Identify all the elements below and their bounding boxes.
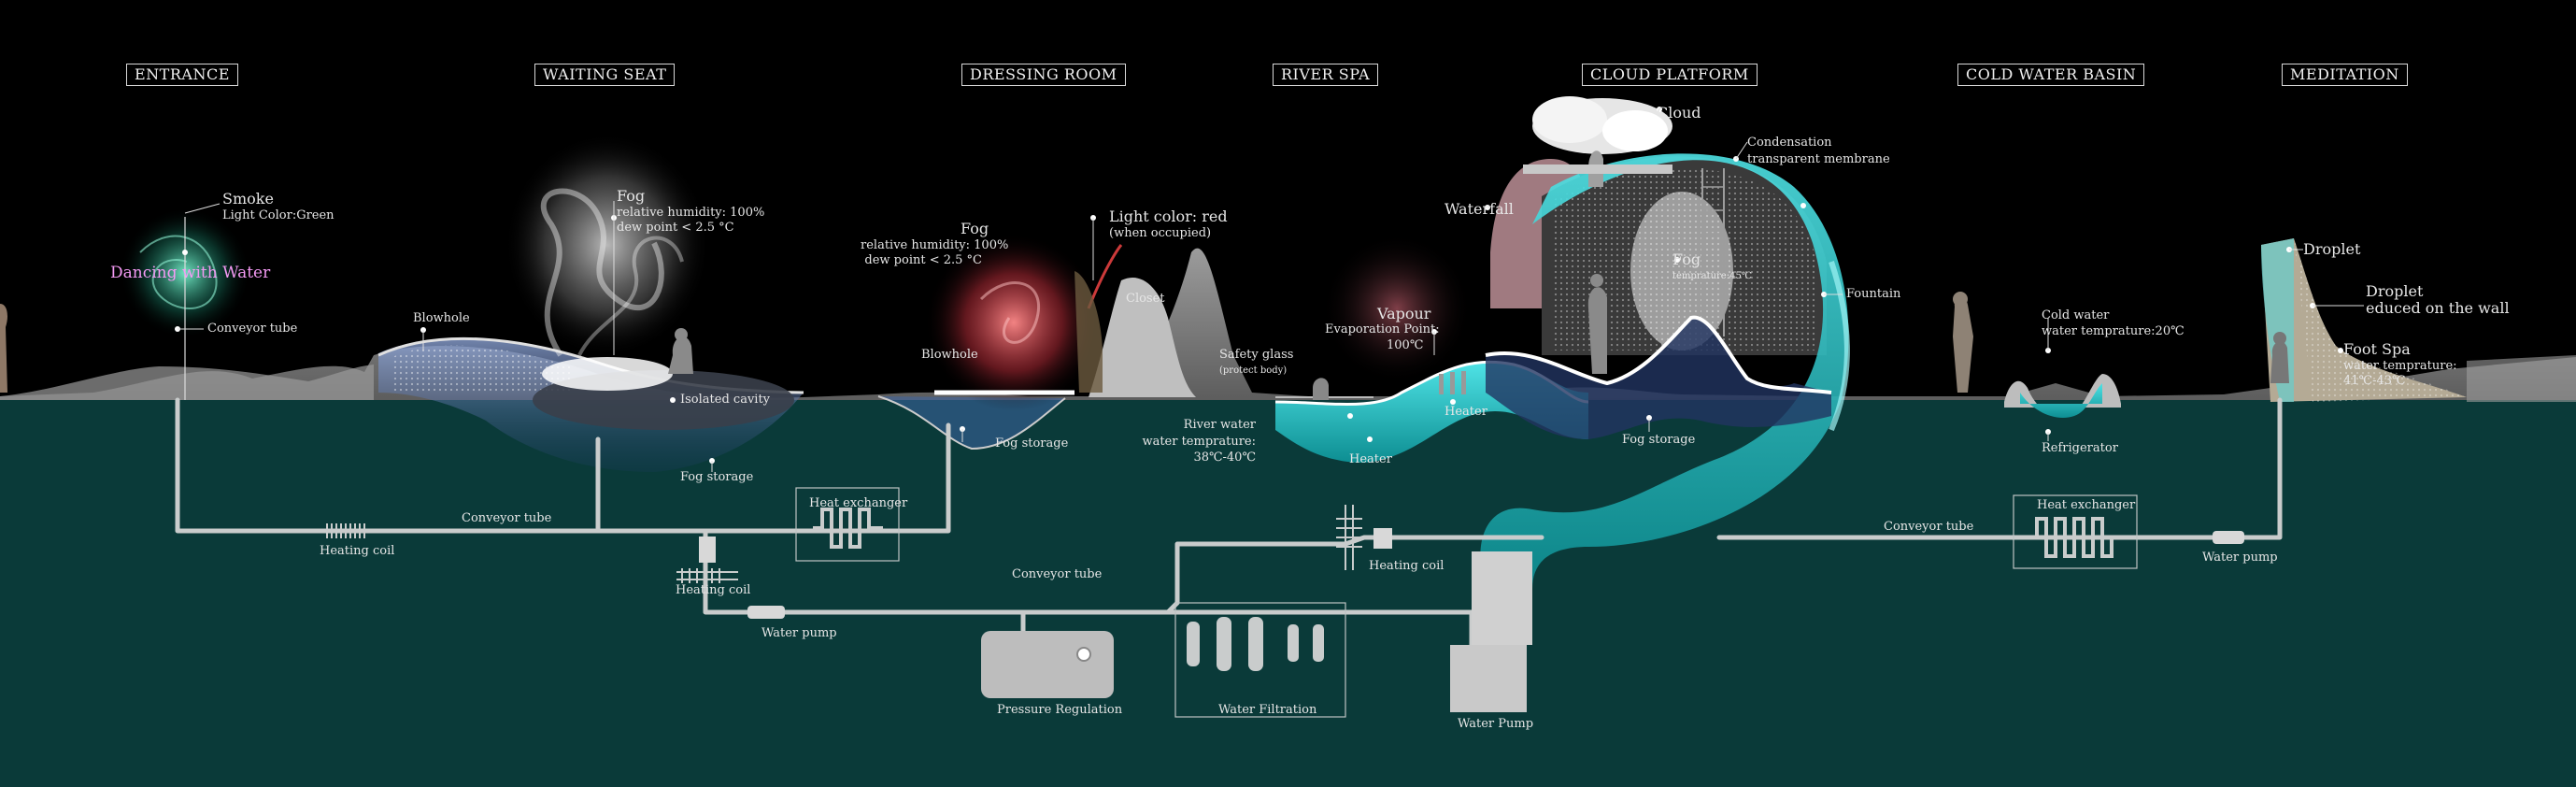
person-entrance: [0, 304, 7, 393]
label-conveyor-tube-1: Conveyor tube: [462, 511, 551, 526]
label-when-occupied: (when occupied): [1109, 226, 1211, 241]
underground: [0, 400, 2576, 787]
label-water-filtration: Water Filtration: [1218, 703, 1316, 718]
person-cloud-2: [1588, 287, 1607, 374]
label-smoke: Smoke: [222, 192, 274, 207]
label-pressure-regulation: Pressure Regulation: [997, 703, 1122, 718]
label-conveyor-tube-entrance: Conveyor tube: [207, 322, 297, 336]
label-water-pump-1: Water pump: [761, 626, 837, 641]
zone-cloud-platform: CLOUD PLATFORM: [1582, 64, 1758, 86]
label-fog-dressing-humidity: relative humidity: 100%: [861, 238, 982, 253]
label-droplet-2: Droplet: [2366, 284, 2423, 299]
label-foot-spa-temp: water temprature:: [2343, 359, 2457, 374]
label-isolated-cavity: Isolated cavity: [680, 393, 770, 408]
label-transparent-membrane: transparent membrane: [1747, 152, 1890, 167]
label-light-color-red: Light color: red: [1109, 209, 1228, 224]
label-heater-2: Heater: [1445, 405, 1487, 420]
label-fog-dressing: Fog: [961, 222, 989, 236]
water-pump-1: [747, 606, 785, 619]
label-condensation: Condensation: [1747, 136, 1832, 150]
zone-cold-water-basin: COLD WATER BASIN: [1957, 64, 2144, 86]
pressure-regulation: [981, 631, 1114, 698]
label-fog-cloud-temp: temprature:45℃: [1672, 269, 1752, 284]
person-meditation: [2270, 341, 2289, 383]
zone-river-spa: RIVER SPA: [1273, 64, 1378, 86]
label-protect-body: (protect body): [1219, 364, 1287, 379]
label-heat-exchanger-2: Heat exchanger: [2037, 498, 2135, 513]
label-heating-coil-3: Heating coil: [1369, 559, 1444, 574]
label-evaporation-point: Evaporation Point:: [1325, 322, 1440, 337]
label-foot-spa: Foot Spa: [2343, 342, 2411, 357]
label-heat-exchanger-1: Heat exchanger: [809, 496, 907, 511]
label-blowhole-2: Blowhole: [921, 348, 978, 363]
label-cold-water-temp: water temprature:20℃: [2042, 324, 2185, 339]
label-refrigerator: Refrigerator: [2042, 441, 2118, 456]
label-heating-coil-2: Heating coil: [676, 583, 750, 598]
label-smoke-light: Light Color:Green: [222, 208, 334, 223]
zone-waiting-seat: WAITING SEAT: [534, 64, 675, 86]
label-evaporation-value: 100℃: [1387, 338, 1423, 353]
label-fog-waiting-dew: dew point < 2.5 °C: [617, 221, 734, 236]
label-fog-storage-2: Fog storage: [995, 436, 1068, 451]
water-pump-2: [2213, 531, 2244, 544]
label-droplet-1: Droplet: [2303, 242, 2360, 257]
label-water-pump-main: Water Pump: [1458, 717, 1533, 732]
label-dancing-with-water: Dancing with Water: [110, 265, 270, 280]
zone-dressing-room: DRESSING ROOM: [961, 64, 1126, 86]
label-vapour: Vapour: [1377, 307, 1430, 322]
person-waiting: [668, 336, 693, 374]
label-waterfall: Waterfall: [1445, 202, 1514, 217]
label-safety-glass: Safety glass: [1219, 348, 1293, 363]
label-heater-1: Heater: [1349, 452, 1392, 467]
label-closet: Closet: [1126, 292, 1165, 307]
zone-entrance: ENTRANCE: [126, 64, 238, 86]
label-fountain: Fountain: [1846, 287, 1900, 302]
label-water-temp-river: water temprature:: [1134, 435, 1256, 450]
label-heating-coil-1: Heating coil: [320, 544, 394, 559]
zone-meditation: MEDITATION: [2282, 64, 2408, 86]
label-water-temp-river-value: 38℃-40℃: [1172, 451, 1256, 465]
label-educed-on-wall: educed on the wall: [2366, 301, 2510, 316]
label-fog-cloud: Fog: [1672, 252, 1701, 267]
label-fog-waiting-humidity: relative humidity: 100%: [617, 206, 764, 221]
label-fog-waiting: Fog: [617, 189, 645, 204]
heating-coil-1: [327, 523, 364, 538]
label-foot-spa-value: 41℃-43℃: [2343, 374, 2406, 389]
label-water-pump-2: Water pump: [2202, 551, 2278, 565]
label-cloud: Cloud: [1657, 106, 1701, 121]
person-cold: [1953, 298, 1973, 393]
label-conveyor-tube-2: Conveyor tube: [1012, 567, 1102, 582]
label-cold-water: Cold water: [2042, 308, 2109, 323]
water-pump-main: [1450, 645, 1527, 712]
label-fog-storage-3: Fog storage: [1622, 433, 1695, 448]
label-fog-dressing-dew: dew point < 2.5 °C: [861, 253, 982, 268]
label-conveyor-tube-3: Conveyor tube: [1884, 520, 1973, 535]
label-fog-storage-1: Fog storage: [680, 470, 753, 485]
label-blowhole-1: Blowhole: [413, 311, 470, 326]
label-river-water: River water: [1172, 418, 1256, 433]
person-river: [1313, 378, 1329, 400]
